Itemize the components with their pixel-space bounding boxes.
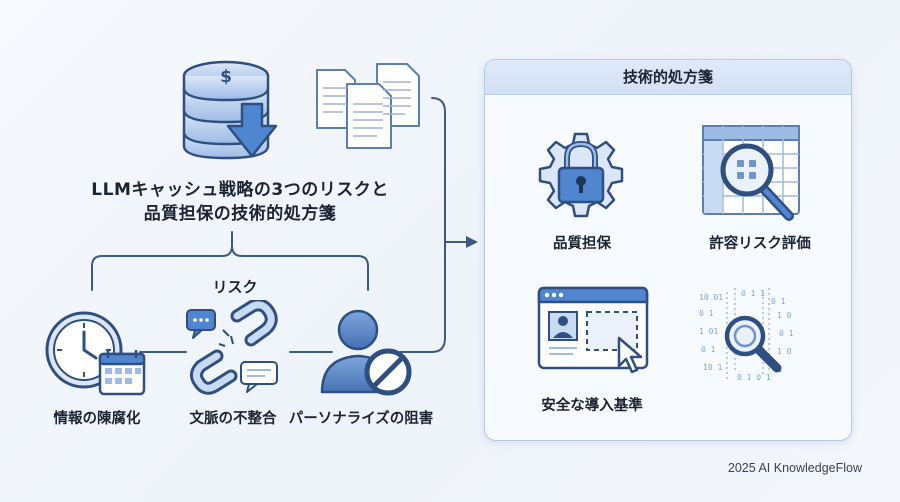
broken-chain-icon [185,300,281,396]
risk-label-2: 文脈の不整合 [189,411,277,427]
solution-label-1: 品質担保 [553,236,611,252]
svg-text:1 0: 1 0 [777,311,792,320]
clock-calendar-icon [44,306,150,398]
lock-gear-icon [531,124,631,220]
solutions-panel-title: 技術的処方箋 [485,60,851,95]
main-title: LLMキャッシュ戦略の3つのリスクと 品質担保の技術的処方箋 [70,178,410,226]
user-blocked-icon [318,306,414,398]
main-title-line-2: 品質担保の技術的処方箋 [143,204,337,224]
magnifier-table-icon [697,122,807,226]
solution-label-2: 許容リスク評価 [709,236,811,252]
svg-text:1 0: 1 0 [777,347,792,356]
svg-text:10 01: 10 01 [699,293,723,302]
svg-text:0 1: 0 1 [771,297,786,306]
svg-text:1 01: 1 01 [699,327,718,336]
svg-text:0 1 1: 0 1 1 [741,289,765,298]
svg-text:10 1: 10 1 [703,363,722,372]
solutions-panel: 技術的処方箋 品質担保 [484,59,852,441]
browser-selection-icon [537,286,651,374]
main-title-line-1: LLMキャッシュ戦略の3つのリスクと [91,180,389,200]
database-dollar-icon: $ [176,54,284,166]
risk-label-1: 情報の陳腐化 [53,411,141,427]
risk-heading: リスク [212,278,258,296]
footer-credit: 2025 AI KnowledgeFlow [727,461,862,475]
svg-text:0 1: 0 1 [701,345,716,354]
binary-search-icon: 10 01 0 1 1 0 1 0 1 1 0 1 01 0 1 0 1 1 0 10 1… [697,286,797,386]
risk-label-3: パーソナライズの阻害 [288,411,434,427]
svg-text:$: $ [220,67,232,87]
svg-text:0 1 0 1: 0 1 0 1 [737,373,771,382]
svg-text:0 1: 0 1 [699,309,714,318]
documents-icon [315,62,433,152]
solution-label-3: 安全な導入基準 [541,398,643,414]
svg-text:0 1: 0 1 [779,329,794,338]
